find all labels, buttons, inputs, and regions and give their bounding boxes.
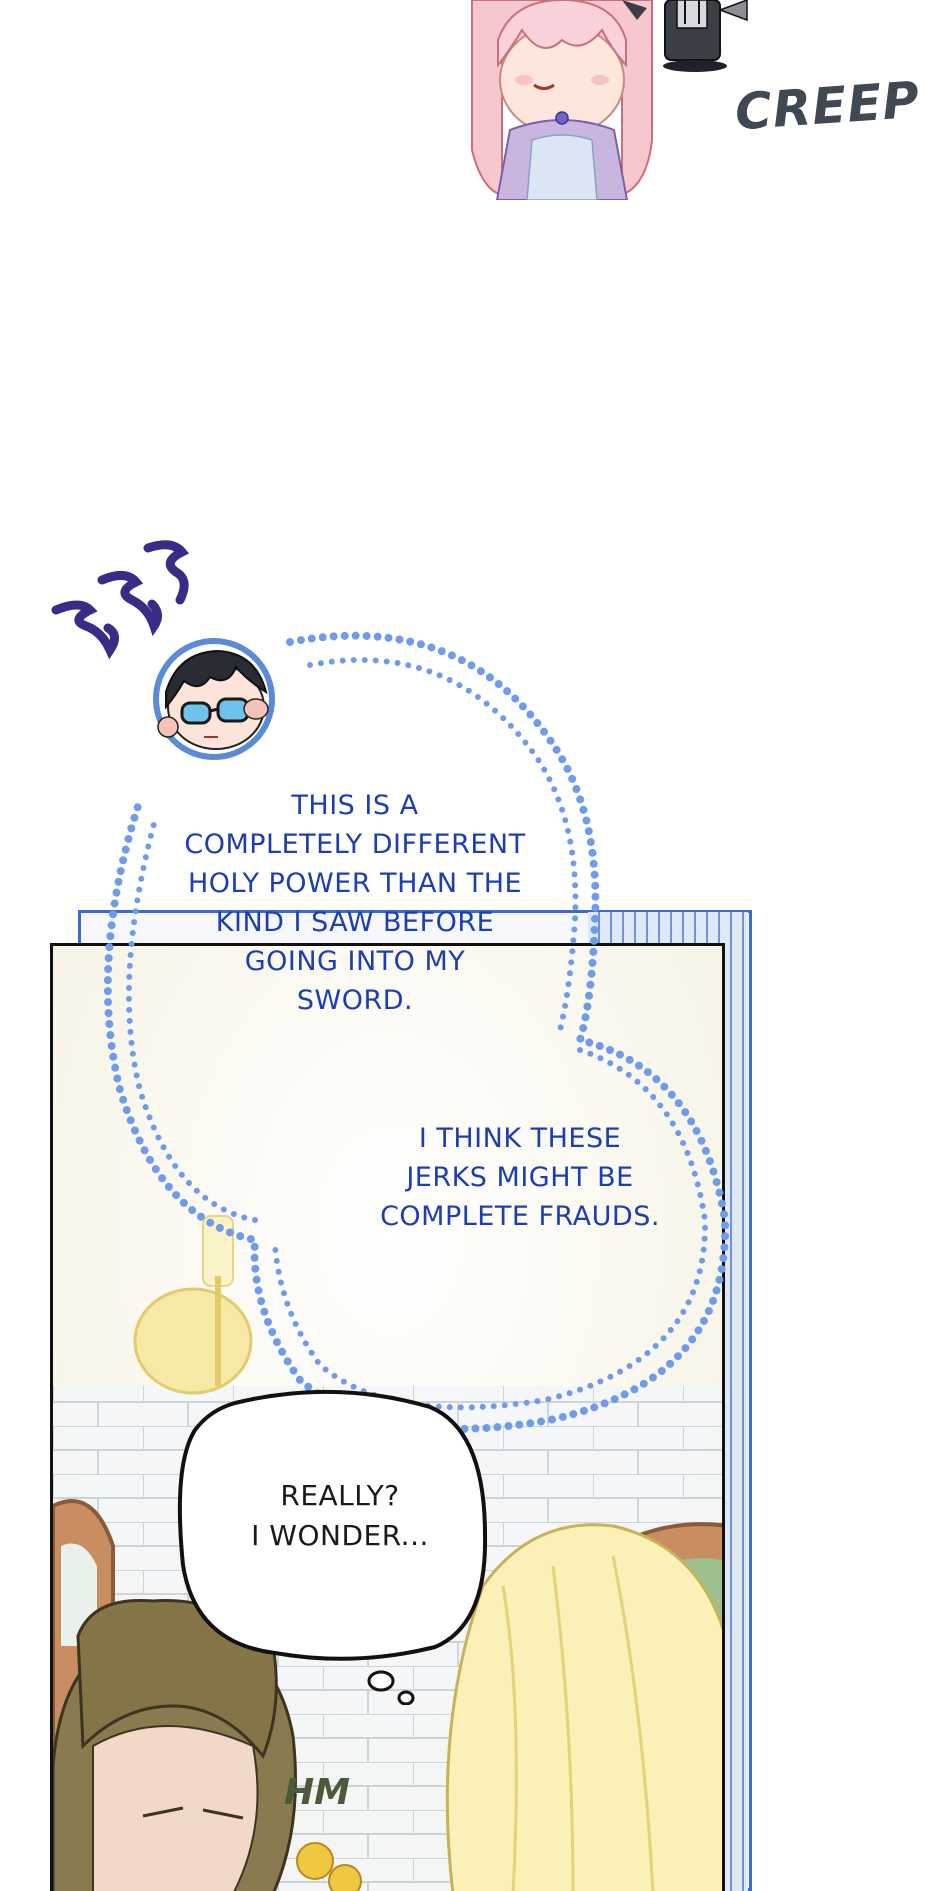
sfx-hm-text: HM xyxy=(284,1772,350,1813)
thought-bubble-text-2: I THINK THESE JERKS MIGHT BE COMPLETE FR… xyxy=(340,1119,700,1236)
thought-2-line: I THINK THESE xyxy=(418,1123,622,1154)
chibi-boy-peeking-illustration xyxy=(663,0,748,72)
chibi-boy-sunglasses-head-icon xyxy=(153,638,275,760)
thought-1-line: KIND I SAW BEFORE xyxy=(215,907,495,938)
thought-bubble-outline xyxy=(103,631,730,1433)
speech-line: REALLY? xyxy=(280,1479,400,1512)
speech-line: I WONDER... xyxy=(251,1519,429,1552)
sfx-creep-text: CREEP xyxy=(733,70,922,142)
thought-1-line: COMPLETELY DIFFERENT xyxy=(184,829,526,860)
thought-2-line: COMPLETE FRAUDS. xyxy=(380,1201,660,1232)
annoyed-squiggle-icon xyxy=(51,540,190,660)
thought-1-line: SWORD. xyxy=(296,985,414,1016)
thought-1-line: GOING INTO MY xyxy=(244,946,466,977)
speech-bubble-text: REALLY? I WONDER... xyxy=(200,1476,480,1556)
thought-2-line: JERKS MIGHT BE xyxy=(406,1162,634,1193)
castle-interior-scene-illustration xyxy=(53,946,722,1891)
speech-bubble-outline xyxy=(177,1389,488,1705)
thought-1-line: THIS IS A xyxy=(291,790,419,821)
thought-bubble-text-1: THIS IS A COMPLETELY DIFFERENT HOLY POWE… xyxy=(150,786,560,1020)
chibi-girl-illustration xyxy=(471,0,653,200)
thought-1-line: HOLY POWER THAN THE xyxy=(187,868,523,899)
